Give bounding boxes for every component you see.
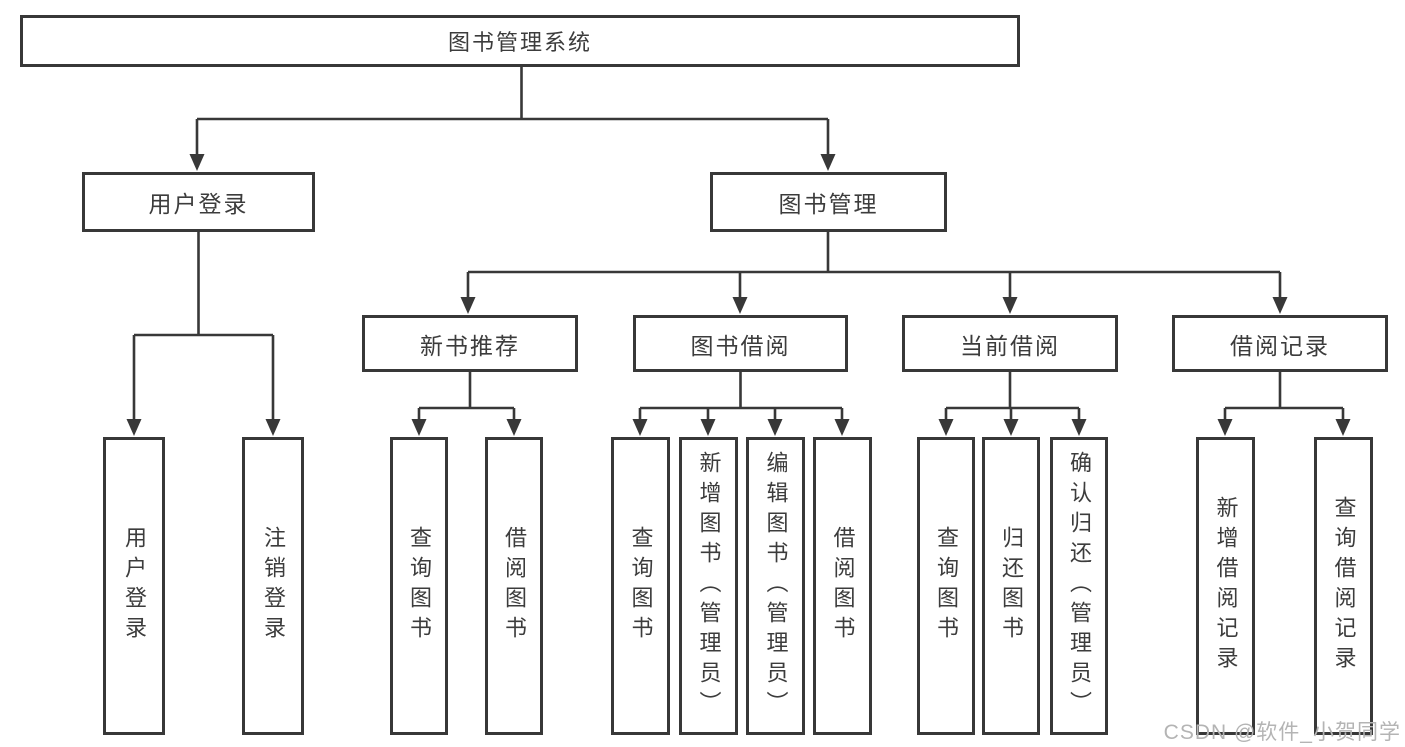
- node-user-login: 用户登录: [82, 172, 315, 232]
- node-book-borrowing: 图书借阅: [633, 315, 848, 372]
- node-label: 图书管理: [778, 191, 879, 217]
- node-label: 注销登录: [261, 526, 286, 646]
- node-borrowing-records: 借阅记录: [1172, 315, 1388, 372]
- leaf-query-borrow-record: 查询借阅记录: [1314, 437, 1373, 735]
- node-label: 借阅图书: [502, 526, 527, 646]
- leaf-query-books-current: 查询图书: [917, 437, 975, 735]
- node-label: 新增借阅记录: [1213, 496, 1239, 676]
- leaf-logout: 注销登录: [242, 437, 304, 735]
- node-label: 确认归还（管理员）: [1067, 451, 1092, 721]
- node-new-book-recommendation: 新书推荐: [362, 315, 578, 372]
- node-label: 图书管理系统: [447, 30, 592, 55]
- leaf-add-books-admin: 新增图书（管理员）: [679, 437, 738, 735]
- node-label: 查询借阅记录: [1331, 496, 1357, 676]
- node-label: 当前借阅: [960, 332, 1060, 359]
- node-label: 查询图书: [934, 526, 959, 646]
- leaf-borrow-books-recommend: 借阅图书: [485, 437, 543, 735]
- node-label: 用户登录: [122, 526, 147, 646]
- node-label: 图书借阅: [690, 332, 791, 359]
- leaf-edit-books-admin: 编辑图书（管理员）: [746, 437, 805, 735]
- node-label: 编辑图书（管理员）: [763, 451, 789, 721]
- node-label: 新增图书（管理员）: [696, 451, 722, 721]
- node-label: 借阅记录: [1230, 332, 1330, 359]
- node-label: 新书推荐: [420, 332, 520, 359]
- node-current-borrowing: 当前借阅: [902, 315, 1118, 372]
- node-label: 借阅图书: [830, 526, 856, 646]
- node-label: 归还图书: [999, 526, 1024, 646]
- csdn-watermark: CSDN @软件_小贺同学: [1163, 721, 1401, 744]
- leaf-return-books: 归还图书: [982, 437, 1040, 735]
- leaf-query-books-borrow: 查询图书: [611, 437, 670, 735]
- leaf-confirm-return-admin: 确认归还（管理员）: [1050, 437, 1108, 735]
- leaf-borrow-books: 借阅图书: [813, 437, 872, 735]
- arrowheads: [126, 154, 1351, 436]
- node-book-management: 图书管理: [710, 172, 947, 232]
- node-label: 查询图书: [628, 526, 654, 646]
- node-book-management-system: 图书管理系统: [20, 15, 1020, 67]
- node-label: 用户登录: [148, 191, 249, 217]
- leaf-query-books-recommend: 查询图书: [390, 437, 448, 735]
- leaf-user-login: 用户登录: [103, 437, 165, 735]
- leaf-add-borrow-record: 新增借阅记录: [1196, 437, 1255, 735]
- node-label: 查询图书: [407, 526, 432, 646]
